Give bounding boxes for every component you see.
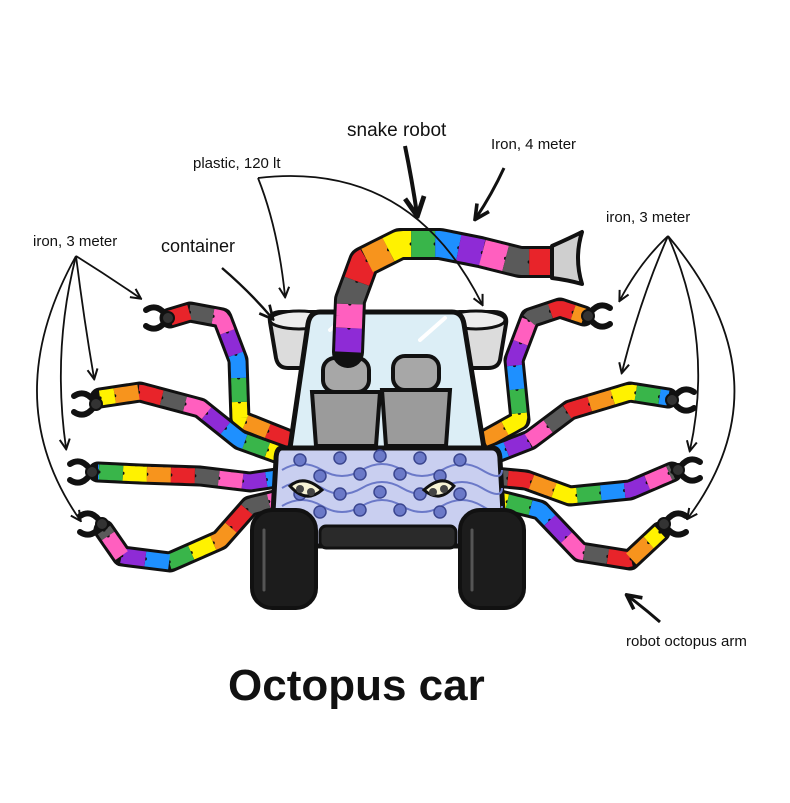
arrow-iron-left-4 — [36, 255, 80, 520]
car — [250, 309, 526, 610]
arrow-iron-right-1 — [620, 235, 669, 300]
left-arm-claw-3 — [67, 458, 99, 486]
right-headlight — [421, 479, 456, 498]
left-seat — [309, 356, 383, 448]
snake-head — [550, 230, 584, 286]
left-arm-3 — [87, 461, 301, 493]
pattern-dot — [413, 451, 427, 465]
right-tire — [458, 508, 526, 610]
right-seat — [379, 354, 453, 448]
pattern-dot — [333, 487, 347, 501]
pattern-dot — [453, 487, 467, 501]
snake-body — [332, 228, 568, 368]
label-container: container — [161, 236, 235, 256]
right-arm-claw-1 — [581, 302, 613, 330]
right-arm-claw-2 — [665, 386, 697, 414]
bumper — [318, 524, 458, 550]
pattern-dot — [313, 469, 327, 483]
pattern-dot — [453, 453, 467, 467]
pattern-dot — [293, 453, 307, 467]
pattern-dot — [353, 467, 367, 481]
annotation-arrows — [36, 145, 736, 624]
arrow-iron-left-1 — [75, 255, 140, 298]
pattern-dot — [353, 503, 367, 517]
label-octopus-arm: robot octopus arm — [626, 633, 747, 650]
right-arm-claw-4 — [657, 510, 689, 538]
pattern-dot — [373, 485, 387, 499]
pattern-dot — [373, 449, 387, 463]
arrow-plastic-right — [257, 175, 482, 304]
label-iron-3m-left: iron, 3 meter — [33, 233, 117, 250]
label-snake-robot: snake robot — [347, 120, 447, 141]
label-iron-3m-right: iron, 3 meter — [606, 209, 690, 226]
arrow-iron-right-4 — [667, 235, 736, 518]
arrow-plastic-left — [257, 177, 285, 296]
left-arm-2 — [89, 381, 301, 469]
arrow-iron-4m — [476, 167, 506, 218]
pattern-dot — [393, 503, 407, 517]
car-pattern — [281, 449, 503, 519]
snake-robot — [332, 228, 584, 368]
right-arm-claw-3 — [671, 456, 703, 484]
arrow-octopus-arm — [628, 596, 661, 624]
pattern-wave — [281, 481, 503, 495]
left-arm-claw-2 — [71, 390, 103, 418]
pattern-dot — [393, 467, 407, 481]
left-headlight — [287, 479, 325, 498]
pattern-dot — [333, 451, 347, 465]
right-arm-1 — [473, 297, 595, 451]
arrow-iron-right-3 — [667, 235, 700, 450]
label-iron-4m: Iron, 4 meter — [491, 136, 576, 153]
arrow-container — [221, 267, 272, 318]
pattern-dot — [433, 505, 447, 519]
arrow-iron-left-3 — [61, 255, 77, 448]
octopus-arms — [67, 297, 703, 573]
page-title: Octopus car — [228, 661, 485, 710]
arrow-snake-robot — [403, 145, 417, 214]
arrow-iron-left-2 — [75, 255, 94, 378]
left-arm-claw-1 — [143, 304, 175, 332]
label-plastic: plastic, 120 lt — [193, 155, 281, 172]
arrow-iron-right-2 — [622, 235, 669, 372]
pattern-dot — [313, 505, 327, 519]
left-tire — [250, 508, 318, 610]
